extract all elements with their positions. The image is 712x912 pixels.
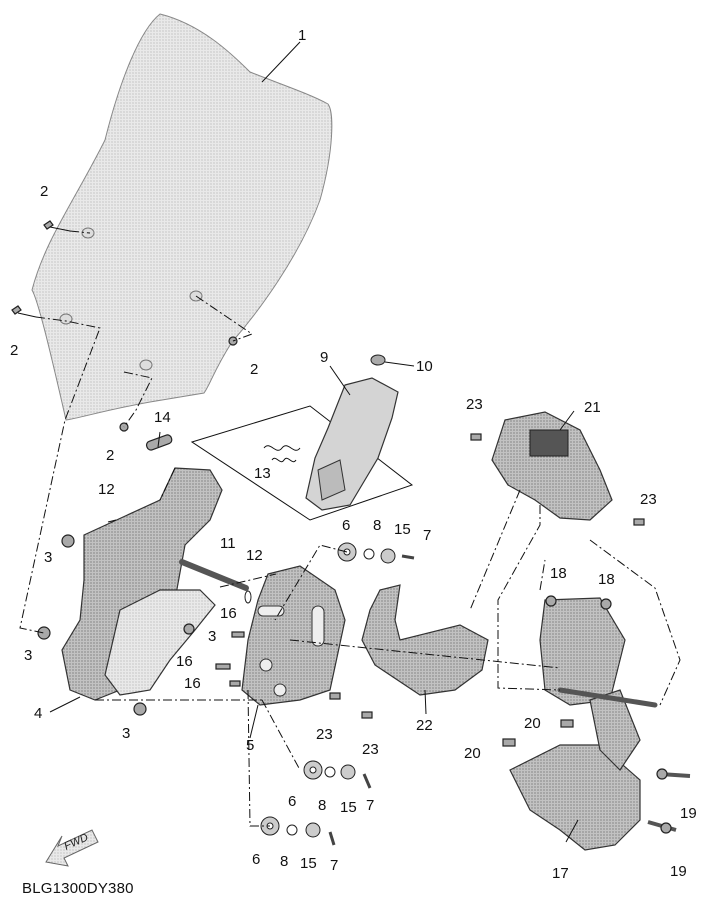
bolt-19 xyxy=(656,768,691,780)
callout-10: 10 xyxy=(416,358,433,375)
washer-set-bottom xyxy=(260,816,336,846)
callout-4: 4 xyxy=(34,705,42,722)
plate-hole xyxy=(259,658,273,672)
cover-inner xyxy=(104,589,216,696)
nut-3 xyxy=(61,534,75,548)
bolt-23 xyxy=(633,518,645,526)
callout-23: 23 xyxy=(362,741,379,758)
nut-18 xyxy=(545,595,557,607)
callout-9: 9 xyxy=(320,349,328,366)
callout-12: 12 xyxy=(98,481,115,498)
clip-12 xyxy=(244,590,252,604)
pin-14 xyxy=(145,434,173,451)
bracket-mid-right xyxy=(539,597,626,706)
callout-12: 12 xyxy=(246,547,263,564)
callout-2: 2 xyxy=(10,342,18,359)
plate-slot xyxy=(311,605,325,647)
callout-1: 1 xyxy=(298,27,306,44)
callout-18: 18 xyxy=(550,565,567,582)
drawing-code: BLG1300DY380 xyxy=(22,880,134,897)
callout-7: 7 xyxy=(330,857,338,874)
spring-13 xyxy=(263,445,301,463)
callout-3: 3 xyxy=(208,628,216,645)
callout-3: 3 xyxy=(122,725,130,742)
callout-13: 13 xyxy=(254,465,271,482)
callout-11: 11 xyxy=(220,535,236,552)
windshield xyxy=(31,13,333,421)
nut-3 xyxy=(37,626,51,640)
callout-2: 2 xyxy=(106,447,114,464)
callout-23: 23 xyxy=(640,491,657,508)
nut-18 xyxy=(600,598,612,610)
frame-17-arm xyxy=(589,689,641,771)
callout-22: 22 xyxy=(416,717,433,734)
callout-15: 15 xyxy=(340,799,357,816)
callout-19: 19 xyxy=(680,805,697,822)
callout-20: 20 xyxy=(464,745,481,762)
bolt-23 xyxy=(470,433,482,441)
fwd-arrow: FWD xyxy=(45,829,99,867)
callout-23: 23 xyxy=(316,726,333,743)
callout-21: 21 xyxy=(584,399,601,416)
callout-6: 6 xyxy=(288,793,296,810)
callout-6: 6 xyxy=(342,517,350,534)
washer-set-mid xyxy=(303,760,372,789)
bolt-23 xyxy=(329,692,341,700)
bracket-group-outline xyxy=(190,405,414,521)
bolt-16 xyxy=(229,680,241,687)
callout-labels: 1 2 2 2 2 3 3 3 3 4 5 6 6 6 7 7 7 8 8 8 … xyxy=(10,27,697,882)
callout-15: 15 xyxy=(300,855,317,872)
callout-3: 3 xyxy=(44,549,52,566)
connection-lines xyxy=(19,230,681,827)
rod-11 xyxy=(179,559,249,591)
callout-6: 6 xyxy=(252,851,260,868)
callout-7: 7 xyxy=(423,527,431,544)
bracket-21 xyxy=(491,411,613,521)
windshield-hole xyxy=(139,359,153,371)
nut-3 xyxy=(133,702,147,716)
nut-3 xyxy=(183,623,195,635)
screw-2 xyxy=(11,305,37,318)
leader-lines xyxy=(49,41,579,843)
bolt-16 xyxy=(231,631,245,638)
callout-23: 23 xyxy=(466,396,483,413)
plate-slot xyxy=(257,605,285,617)
callout-3: 3 xyxy=(24,647,32,664)
frame-17 xyxy=(509,744,641,851)
upper-bracket xyxy=(305,377,399,511)
callout-5: 5 xyxy=(246,737,254,754)
callout-17: 17 xyxy=(552,865,569,882)
bracket-22 xyxy=(361,584,489,696)
rod-horizontal xyxy=(557,687,658,708)
callout-8: 8 xyxy=(318,797,326,814)
bracket-21-window xyxy=(529,429,569,457)
callout-16: 16 xyxy=(176,653,193,670)
bolt-20 xyxy=(502,738,516,747)
callout-15: 15 xyxy=(394,521,411,538)
callout-8: 8 xyxy=(280,853,288,870)
plate-hole xyxy=(273,683,287,697)
plate-5 xyxy=(241,565,346,706)
callout-2: 2 xyxy=(250,361,258,378)
bolt-19 xyxy=(647,820,677,834)
callout-16: 16 xyxy=(220,605,237,622)
screw-2 xyxy=(43,220,71,232)
cap-10 xyxy=(370,354,386,366)
windshield-hole xyxy=(59,313,73,325)
washer-set-top xyxy=(337,542,415,564)
callout-2: 2 xyxy=(40,183,48,200)
bolt-23 xyxy=(361,711,373,719)
bolt-16 xyxy=(215,663,231,670)
callout-16: 16 xyxy=(184,675,201,692)
callout-8: 8 xyxy=(373,517,381,534)
callout-7: 7 xyxy=(366,797,374,814)
callout-14: 14 xyxy=(154,409,171,426)
callout-18: 18 xyxy=(598,571,615,588)
upper-bracket-slot xyxy=(317,459,346,501)
callout-20: 20 xyxy=(524,715,541,732)
bolt-20 xyxy=(560,719,574,728)
callout-19: 19 xyxy=(670,863,687,880)
